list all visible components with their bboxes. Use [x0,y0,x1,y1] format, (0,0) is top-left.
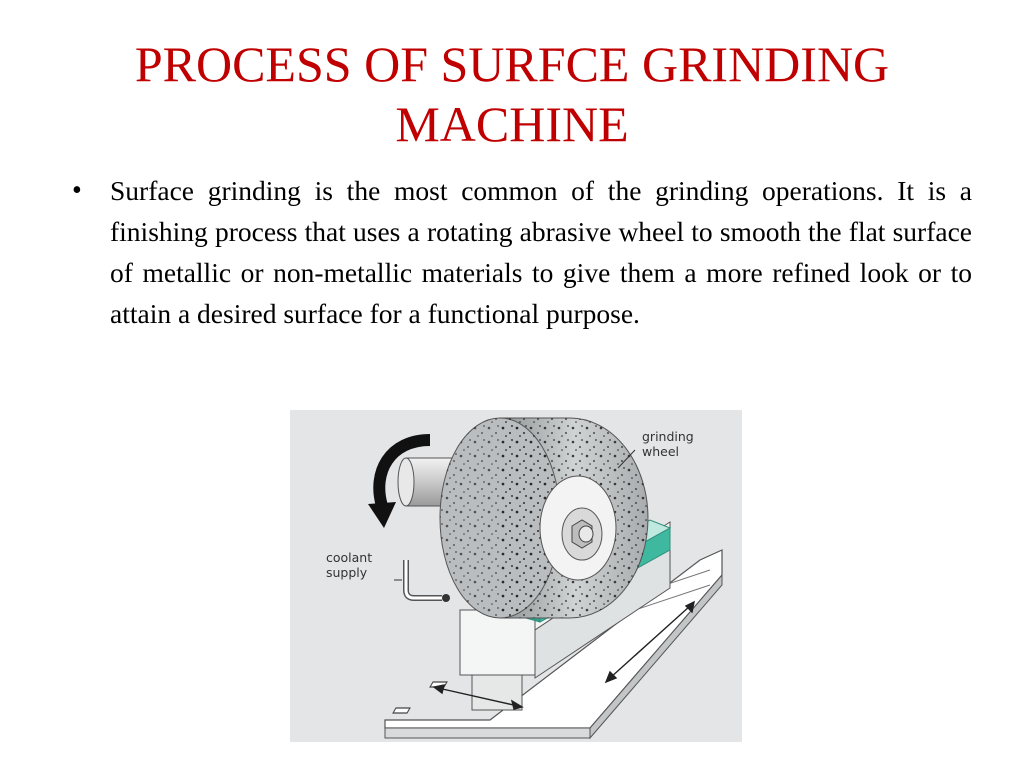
slide-title: PROCESS OF SURFCE GRINDING MACHINE [134,36,890,152]
rotation-arrow [368,434,431,528]
coolant-nozzle [403,560,450,602]
bullet-text: Surface grinding is the most common of t… [110,175,972,329]
bullet-list: • Surface grinding is the most common of… [72,170,972,334]
table-motion-arrows [432,600,695,710]
surface-grinding-diagram: grinding wheel coolant supply [290,410,742,742]
label-supply: supply [326,565,368,580]
label-grinding: grinding [642,429,694,444]
label-wheel: wheel [642,444,679,459]
label-coolant: coolant [326,550,372,565]
bullet-marker: • [72,175,82,206]
grinding-machine-illustration: grinding wheel coolant supply [326,417,723,740]
grinding-wheel [439,417,649,619]
